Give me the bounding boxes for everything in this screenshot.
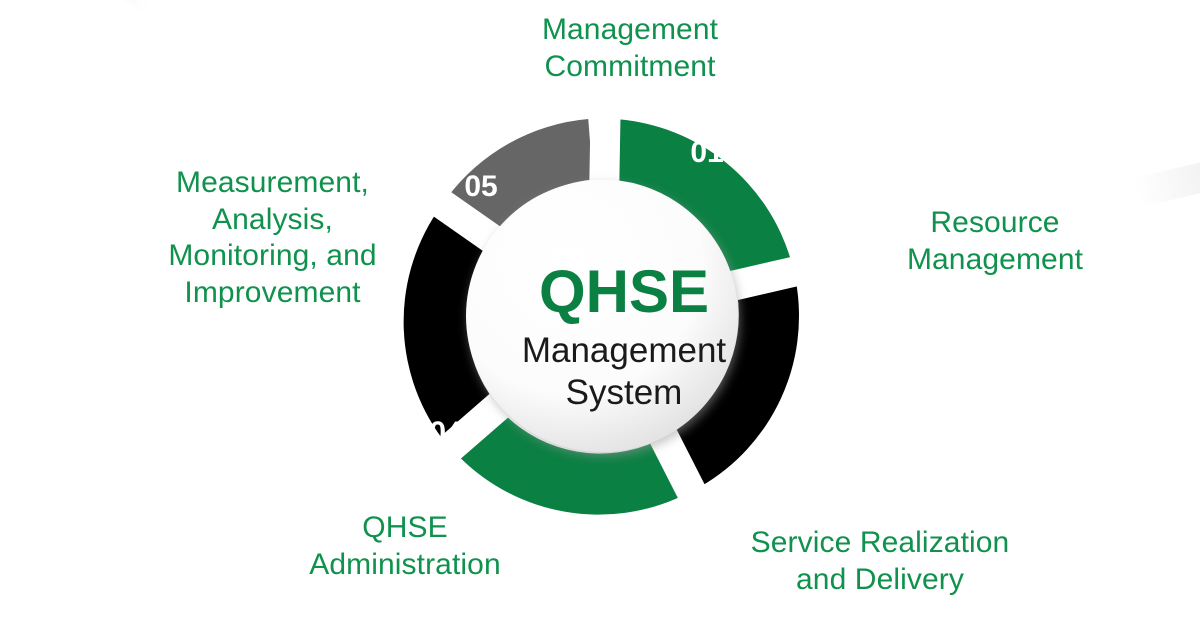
segment-number-01: 01: [690, 136, 723, 169]
segment-arc-05[interactable]: [446, 119, 593, 234]
segment-number-05: 05: [464, 170, 497, 203]
center-heading: QHSE: [539, 258, 709, 325]
segment-arc-02[interactable]: [669, 281, 800, 487]
segment-number-03: 03: [642, 520, 675, 553]
segment-label-qhse-administration[interactable]: QHSE Administration: [309, 511, 501, 581]
divider-ray-04-05: [0, 0, 513, 260]
center-subline-2: System: [566, 373, 683, 412]
donut-ring: [403, 119, 800, 515]
divider-ray-05-01: [589, 0, 633, 197]
segment-label-management-commitment[interactable]: Management Commitment: [541, 13, 719, 83]
center-disc: [466, 180, 738, 452]
segment-number-02: 02: [807, 348, 840, 381]
segment-arc-04[interactable]: [403, 212, 497, 445]
segment-arc-03[interactable]: [460, 414, 683, 515]
segment-label-measurement-analysis-monitoring-improvement[interactable]: Measurement, Analysis, Monitoring, and I…: [168, 166, 377, 309]
divider-ray-02-03: [643, 416, 1024, 630]
divider-ray-03-04: [0, 383, 522, 630]
segment-label-service-realization-and-delivery[interactable]: Service Realization and Delivery: [750, 526, 1010, 596]
segment-label-resource-management[interactable]: Resource Management: [906, 206, 1084, 276]
segment-number-04: 04: [429, 416, 463, 449]
segment-arc-01[interactable]: [611, 119, 792, 278]
center-subline-1: Management: [522, 331, 727, 370]
divider-ray-01-02: [715, 98, 1200, 304]
